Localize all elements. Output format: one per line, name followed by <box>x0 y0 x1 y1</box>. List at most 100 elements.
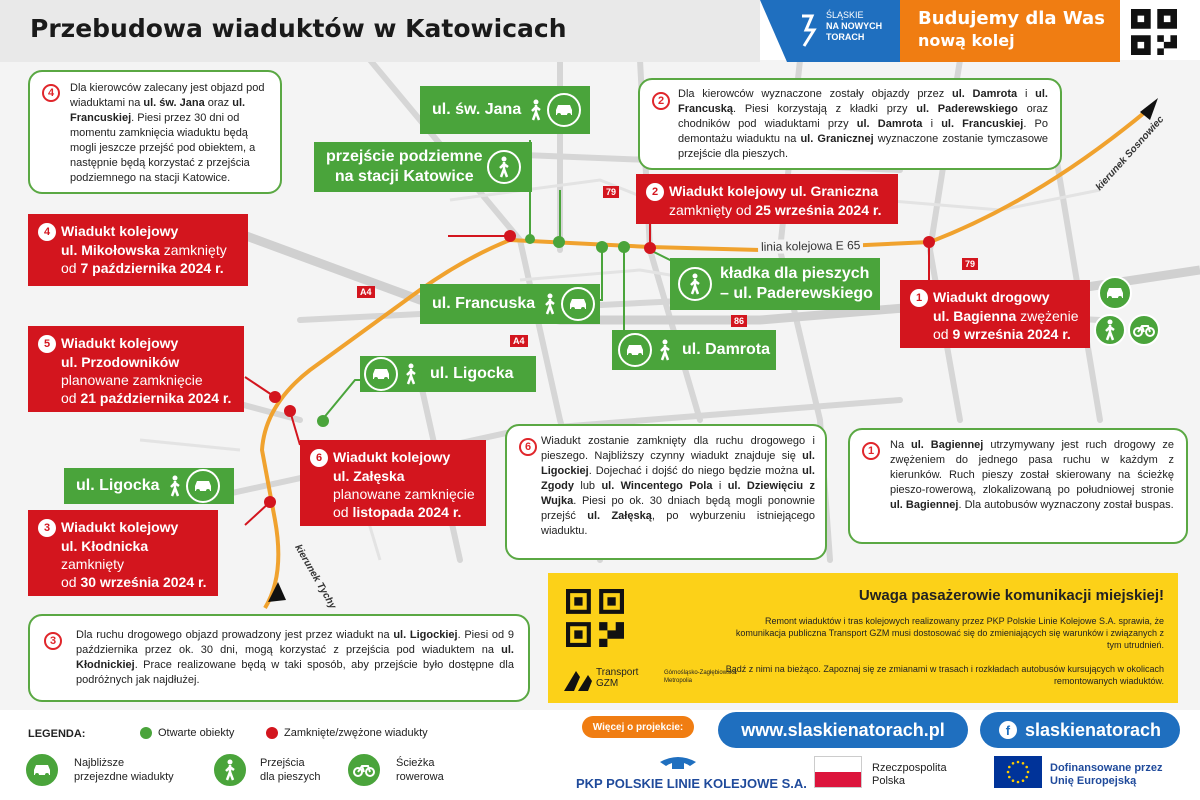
open-dot-damrota <box>618 241 630 253</box>
gzm-line-1: Transport <box>596 667 639 678</box>
website-text: www.slaskienatorach.pl <box>741 719 945 740</box>
open-dot-francuska <box>596 241 608 253</box>
closure-from-1: od <box>933 326 953 342</box>
legend-green-dot <box>140 727 152 739</box>
info-box-6: 6 Wiadukt zostanie zamknięty dla ruchu d… <box>505 424 827 560</box>
pedestrian-icon <box>678 267 712 301</box>
closure-date-5: 21 października 2024 r. <box>80 390 232 406</box>
pedestrian-icon <box>1094 314 1126 346</box>
gzm-logo-icon <box>564 665 592 691</box>
open-box-jana: ul. św. Jana <box>420 86 590 134</box>
info-text-2: Dla kierowców wyznaczone zostały objazdy… <box>678 88 1049 160</box>
legend-bicycle-icon <box>346 752 382 788</box>
open-box-ligocka-bottom: ul. Ligocka <box>64 468 234 504</box>
brand-line-1: ŚLĄSKIE <box>826 10 864 20</box>
open-label-ligocka-top: ul. Ligocka <box>430 365 514 382</box>
car-icon <box>547 93 582 127</box>
car-icon <box>185 469 220 503</box>
car-icon <box>1098 276 1132 310</box>
brand-name: ŚLĄSKIE NA NOWYCH TORACH <box>826 10 882 43</box>
more-about-project-badge: Więcej o projekcie: <box>582 716 694 738</box>
legend-red-dot <box>266 727 278 739</box>
open-label-ligocka-bottom: ul. Ligocka <box>76 477 160 494</box>
closure-date-4: 7 października 2024 r. <box>80 260 224 276</box>
legend-closed-label: Zamknięte/zwężone wiadukty <box>284 727 428 739</box>
open-dot-przejscie <box>553 236 565 248</box>
closure-street-4: ul. Mikołowska <box>61 242 160 258</box>
open-box-kladka: kładka dla pieszych – ul. Paderewskiego <box>670 258 880 310</box>
info-box-1: 1 Na ul. Bagiennej utrzymywany jest ruch… <box>848 428 1188 544</box>
info-text-1: Na ul. Bagiennej utrzymywany jest ruch d… <box>890 439 1174 511</box>
metropolia-line-2: Metropolia <box>664 678 693 684</box>
rp-line-1: Rzeczpospolita <box>872 762 947 774</box>
open-label-francuska: ul. Francuska <box>432 295 536 312</box>
brand-banner <box>760 0 910 62</box>
slogan-banner <box>900 0 1120 62</box>
notice-panel: Transport GZM Górnośląsko-Zagłębiowska M… <box>548 573 1178 703</box>
website-link[interactable]: www.slaskienatorach.pl <box>718 712 968 748</box>
closure-number-4: 4 <box>38 223 56 241</box>
info-number-3: 3 <box>44 632 62 650</box>
closure-street-1: ul. Bagienna <box>933 308 1017 324</box>
legend-car-line-1: Najbliższe <box>74 757 125 769</box>
closure-number-6: 6 <box>310 449 328 467</box>
info-number-1: 1 <box>862 442 880 460</box>
legend-ped-line-1: Przejścia <box>260 757 305 769</box>
pedestrian-icon <box>486 150 521 184</box>
open-label-kladka-2: – ul. Paderewskiego <box>720 285 873 302</box>
qr-code-notice[interactable] <box>566 589 624 647</box>
brand-line-3: TORACH <box>826 32 865 42</box>
slogan-line-1: Budujemy dla Was <box>918 8 1105 29</box>
legend-bike-line-2: rowerowa <box>396 771 444 783</box>
closure-street-5: ul. Przodowników <box>61 354 180 370</box>
legend-pedestrian-label: Przejścia dla pieszych <box>260 756 321 784</box>
info-number-4: 4 <box>42 84 60 102</box>
closure-status-5: planowane zamknięcie <box>61 372 203 388</box>
railway-label: linia kolejowa E 65 <box>757 238 864 254</box>
closure-number-5: 5 <box>38 335 56 353</box>
closure-date-3: 30 września 2024 r. <box>80 574 207 590</box>
closure-from-6: od <box>333 504 353 520</box>
closure-number-1: 1 <box>910 289 928 307</box>
closure-from-4: od <box>61 260 81 276</box>
bicycle-icon <box>1128 314 1160 346</box>
closure-number-2: 2 <box>646 183 664 201</box>
road-sign-a4-south: A4 <box>510 335 528 347</box>
info-text-3: Dla ruchu drogowego objazd prowadzony je… <box>76 629 515 686</box>
gzm-line-2: GZM <box>596 678 619 689</box>
facebook-link[interactable]: f slaskienatorach <box>980 712 1180 748</box>
metropolia-line-1: Górnośląsko-Zagłębiowska <box>664 670 737 676</box>
qr-code-header[interactable] <box>1128 6 1180 58</box>
closure-title-2: Wiadukt kolejowy ul. Graniczna <box>669 183 879 199</box>
open-box-damrota: ul. Damrota <box>612 330 776 370</box>
closure-from-3: od <box>61 574 81 590</box>
open-label-kladka-1: kładka dla pieszych <box>720 265 870 282</box>
legend-title: LEGENDA: <box>28 728 86 740</box>
legend-open-label: Otwarte obiekty <box>158 727 235 739</box>
info-number-6: 6 <box>519 438 537 456</box>
open-box-francuska: ul. Francuska <box>420 284 600 324</box>
open-label-przejscie-2: na stacji Katowice <box>334 168 474 185</box>
legend-car-icon <box>24 752 60 788</box>
brand-line-2: NA NOWYCH <box>826 21 883 31</box>
notice-paragraph-2: Bądź z nimi na bieżąco. Zapoznaj się ze … <box>725 664 1164 686</box>
closed-dot-przodownikow <box>269 391 281 403</box>
rp-line-2: Polska <box>872 775 906 787</box>
legend-car-line-2: przejezdne wiadukty <box>74 771 174 783</box>
pedestrian-icon <box>525 93 548 127</box>
closure-status-1: zwężenie <box>1016 308 1079 324</box>
open-label-jana: ul. św. Jana <box>432 101 522 118</box>
open-label-damrota: ul. Damrota <box>682 341 771 358</box>
open-dot-ligocka <box>317 415 329 427</box>
closure-date-6: listopada 2024 r. <box>352 504 462 520</box>
poland-flag-icon <box>814 756 862 788</box>
metropolia-logo-text: Górnośląsko-Zagłębiowska Metropolia <box>664 669 736 685</box>
car-icon <box>618 333 652 367</box>
closure-title-3: Wiadukt kolejowy <box>61 519 179 535</box>
road-sign-79-east: 79 <box>962 258 979 270</box>
